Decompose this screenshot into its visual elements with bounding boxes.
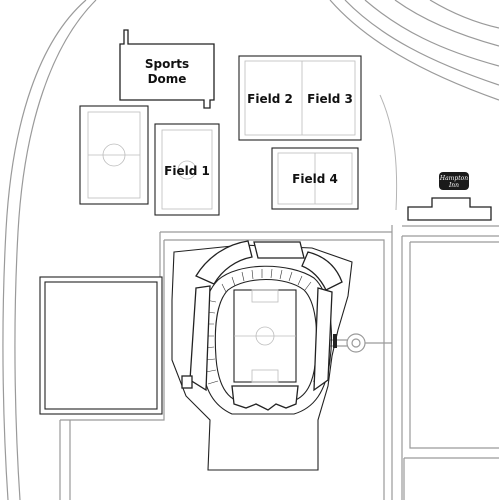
- sports-dome-label-line2: Dome: [148, 72, 187, 86]
- field-3-label: Field 3: [307, 92, 353, 106]
- parking-east: [403, 241, 499, 500]
- roundabout-outer: [346, 333, 366, 353]
- field-1-center-circle: [177, 160, 197, 180]
- west-road-inner: [14, 0, 97, 500]
- field-4[interactable]: Field 4: [271, 147, 359, 210]
- fields-2-3-pitch: [244, 60, 356, 136]
- sports-dome-building: [119, 29, 215, 109]
- sports-dome[interactable]: Sports Dome: [119, 29, 215, 109]
- stadium-west-wing: [189, 285, 211, 392]
- hampton-inn-building: [407, 197, 492, 221]
- hampton-inn[interactable]: Hampton Inn: [407, 172, 492, 221]
- stadium-bowl-inner: [214, 278, 318, 403]
- stadium-seating-north: [221, 268, 312, 293]
- stadium-pitch-north-box: [251, 289, 279, 303]
- field-1-label: Field 1: [164, 164, 210, 178]
- field-1-pitch: [161, 129, 213, 210]
- large-field-west[interactable]: [39, 276, 163, 415]
- field-4-label: Field 4: [292, 172, 338, 186]
- sports-dome-label-line1: Sports: [145, 57, 189, 71]
- stadium-southwest-structure: [181, 375, 193, 389]
- stadium-north-stand-center: [253, 241, 305, 259]
- practice-field-west-center-circle: [102, 143, 126, 167]
- field-1[interactable]: Field 1: [154, 123, 220, 216]
- roundabout-approach: [330, 339, 392, 347]
- highway-ramp-4: [394, 0, 499, 47]
- stadium-north-stand-right: [301, 251, 343, 291]
- stadium-site-outline: [171, 244, 353, 471]
- highway-ramp-5: [429, 0, 499, 29]
- hampton-inn-logo-badge: [439, 172, 469, 190]
- highway-ramp-3: [364, 0, 499, 67]
- stadium[interactable]: [171, 240, 353, 471]
- roundabout-inner: [351, 338, 361, 348]
- field-1-outline: [154, 123, 220, 216]
- stadium-south-stand: [231, 385, 299, 411]
- highway-ramp-1: [329, 0, 499, 101]
- stadium-pitch-center-circle: [255, 326, 275, 346]
- practice-field-west[interactable]: [79, 105, 149, 205]
- stadium-east-wing: [313, 287, 333, 392]
- stadium-north-stand-left: [195, 240, 253, 285]
- large-field-west-inner: [44, 281, 158, 410]
- connector-road-east: [379, 94, 398, 211]
- highway-ramp-2: [344, 0, 499, 86]
- field-2-label: Field 2: [247, 92, 293, 106]
- stadium-pitch-south-box: [251, 369, 279, 383]
- stadium-ring-road-outer: [59, 231, 392, 500]
- hampton-inn-logo-line2: Inn: [448, 182, 459, 189]
- fields-2-3[interactable]: Field 2 Field 3: [238, 55, 362, 141]
- hampton-inn-logo-line1: Hampton: [439, 175, 468, 182]
- fields-2-3-outline: [238, 55, 362, 141]
- stadium-east-gate: [333, 334, 337, 348]
- west-road-outer: [2, 0, 87, 500]
